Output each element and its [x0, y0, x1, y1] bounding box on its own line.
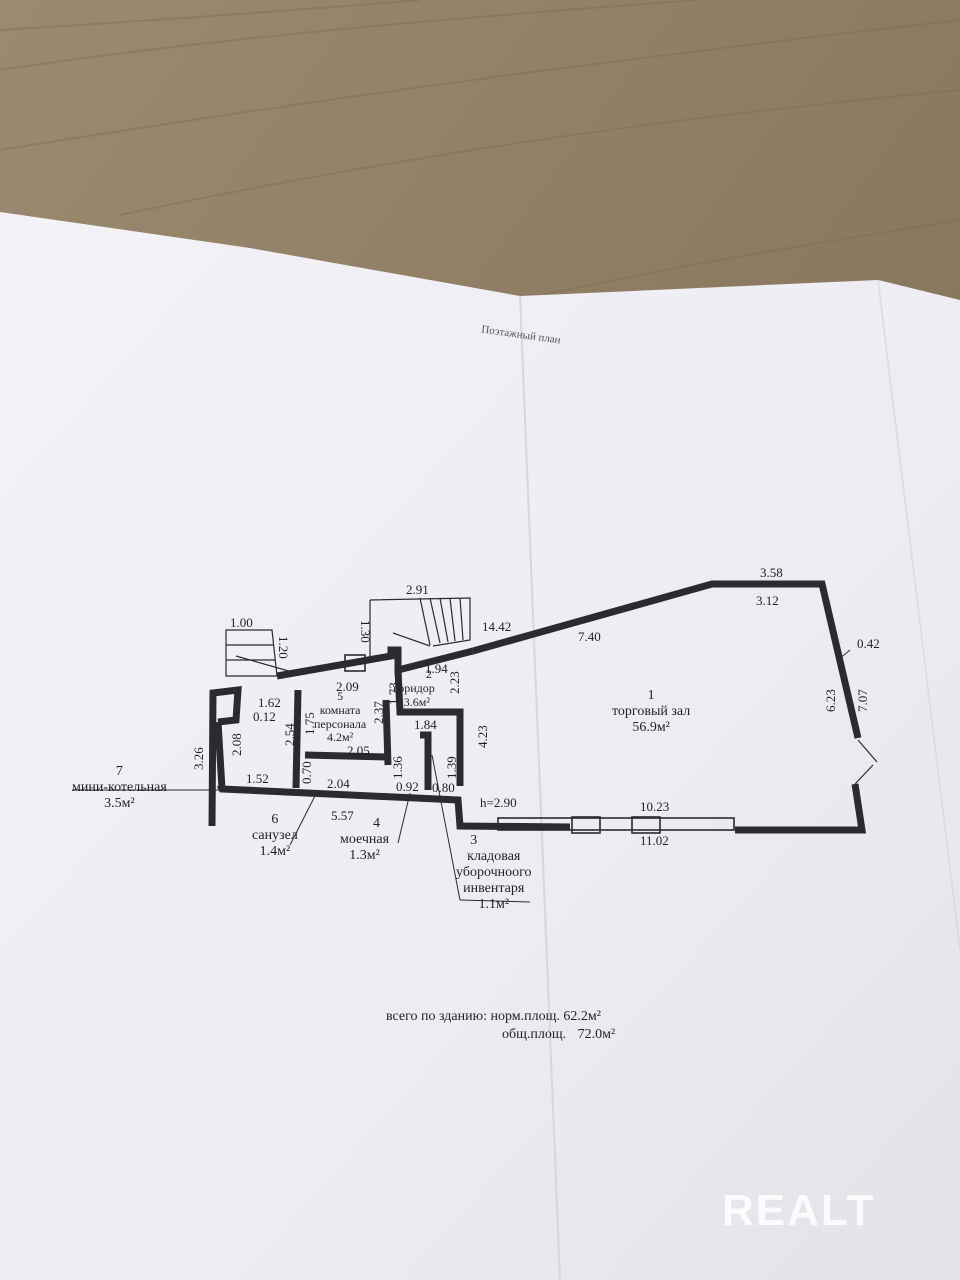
paper-sheet — [0, 212, 960, 1280]
realt-watermark: REALT — [722, 1186, 876, 1235]
totals-normal-label: всего по зданию: норм.площ. — [386, 1009, 560, 1024]
room-5-name-1: комната — [319, 702, 361, 717]
dim-label: 2.09 — [336, 679, 359, 694]
inner-wall-c — [394, 669, 464, 786]
paper-fold — [519, 295, 561, 1280]
dim-label: 0.80 — [432, 780, 455, 795]
dim-label: 10.23 — [640, 799, 670, 814]
room-6-area: 1.4м² — [259, 844, 291, 860]
totals-line-2: общ.площ. 72.0м² — [502, 1028, 615, 1042]
staircases — [225, 597, 471, 677]
dim-label: 1.36 — [390, 756, 405, 779]
dim-label: 4.23 — [475, 725, 490, 748]
paper-fold-right — [877, 279, 960, 951]
door-swing — [854, 739, 878, 785]
room-7-name: мини-котельная — [72, 780, 167, 796]
room-7-label: 7 мини-котельная 3.5м² — [72, 764, 167, 812]
outer-wall — [472, 580, 862, 739]
room-1-name: торговый зал — [612, 704, 691, 720]
room-7-number: 7 — [115, 764, 123, 779]
dim-label: 1.84 — [414, 717, 437, 732]
room-1-area: 56.9м² — [632, 720, 670, 736]
dim-label: 14.42 — [482, 619, 512, 634]
room-4-label: 4 моечная 1.3м² — [340, 816, 389, 864]
leader-lines — [72, 649, 851, 903]
room-3-name-1: кладовая — [467, 849, 521, 865]
room-3-name-3: инвентаря — [463, 881, 525, 897]
wood-grain — [0, 0, 960, 301]
dim-label: 7.07 — [855, 689, 870, 712]
top-wall — [276, 646, 474, 680]
dim-label: h=2.90 — [480, 795, 517, 810]
room-1-number: 1 — [647, 688, 655, 703]
dim-label: 2.05 — [347, 743, 370, 758]
room-3-label: 3 кладовая уборочноого инвентаря 1.1м² — [456, 833, 532, 913]
dim-label: 3.26 — [191, 747, 206, 770]
room-7-area: 3.5м² — [104, 796, 135, 812]
dim-label: 0.70 — [299, 761, 314, 784]
dim-label: 1.30 — [358, 620, 373, 643]
small-room-left — [214, 721, 226, 790]
dim-label: 2.08 — [229, 733, 244, 756]
dim-label: 2.91 — [406, 582, 429, 597]
room-1-label: 1 торговый зал 56.9м² — [612, 688, 690, 736]
room-2-name: коридор — [393, 680, 435, 695]
dim-label: 3.12 — [756, 593, 779, 608]
room-5-name-2: персонала — [314, 716, 367, 731]
dim-label: 7.40 — [578, 629, 601, 644]
room-2-area: 3.6м² — [403, 694, 430, 709]
room-5-number: 5 — [337, 689, 344, 703]
dim-label: 1.52 — [246, 771, 269, 786]
room-3-area: 1.1м² — [478, 897, 510, 913]
dim-label: 2.37 — [371, 701, 386, 724]
room-6-name: санузел — [252, 828, 298, 844]
inner-wall-a — [292, 689, 302, 789]
dim-label: 1.62 — [258, 695, 281, 710]
dim-label: 6.23 — [823, 689, 838, 712]
dim-label: 11.02 — [640, 833, 669, 848]
room-3-name-2: уборочноого — [456, 865, 532, 881]
dim-label: 2.54 — [282, 723, 297, 746]
dim-label: 2.23 — [447, 671, 462, 694]
dim-label: 0.42 — [857, 636, 880, 651]
inner-wall-e — [304, 751, 386, 761]
dim-label: 1.00 — [230, 615, 253, 630]
floor-plan — [208, 580, 867, 834]
totals-line-1: всего по зданию: норм.площ. 62.2м² — [386, 1010, 601, 1024]
dim-label: 3.58 — [760, 565, 783, 580]
room-5-label: 5 комната персонала 4.2м² — [314, 689, 367, 745]
totals-normal-value: 62.2м² — [563, 1009, 601, 1024]
windows — [344, 654, 735, 834]
dim-label: 1.94 — [425, 661, 448, 676]
room-4-area: 1.3м² — [349, 848, 380, 864]
dim-label: 1.75 — [302, 712, 317, 735]
dim-label: 0.92 — [396, 779, 419, 794]
dim-label: 0.12 — [253, 709, 276, 724]
inner-wall-d — [420, 731, 432, 790]
outer-wall-right — [735, 783, 867, 834]
room-2-number: 2 — [425, 667, 432, 681]
dim-label: 2.04 — [327, 776, 350, 791]
totals-total-value: 72.0м² — [577, 1027, 616, 1042]
room-6-label: 6 санузел 1.4м² — [252, 812, 298, 860]
room-2-label: 2 коридор 3.6м² — [393, 667, 435, 709]
inner-wall-b — [382, 699, 392, 766]
totals-total-label: общ.площ. — [502, 1027, 567, 1042]
room-3-number: 3 — [470, 833, 478, 848]
dim-label: 1.39 — [444, 756, 459, 779]
dim-label: 1.20 — [276, 636, 291, 659]
room-6-number: 6 — [271, 812, 279, 827]
room-4-name: моечная — [340, 832, 390, 848]
room-5-area: 4.2м² — [327, 730, 354, 745]
dim-label: 5.57 — [331, 808, 354, 823]
room-4-number: 4 — [373, 816, 381, 831]
outer-wall-left — [208, 686, 242, 827]
dim-label: 1.73 — [386, 682, 401, 705]
